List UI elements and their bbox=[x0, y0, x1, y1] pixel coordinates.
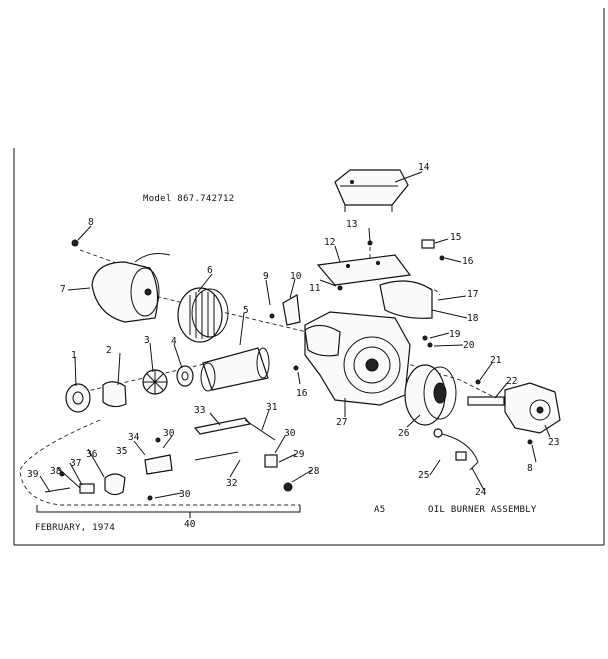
part-label-32: 32 bbox=[226, 478, 237, 489]
part-label-40: 40 bbox=[184, 519, 196, 530]
part-label-29: 29 bbox=[293, 449, 305, 460]
transformer-part bbox=[334, 169, 409, 212]
part-label-16b: 16 bbox=[296, 388, 308, 399]
date-label: FEBRUARY, 1974 bbox=[35, 523, 115, 533]
part-label-18: 18 bbox=[467, 313, 479, 324]
part-label-36: 36 bbox=[86, 449, 98, 460]
part-label-4: 4 bbox=[171, 336, 177, 347]
motor-part bbox=[91, 253, 171, 323]
part-label-33: 33 bbox=[194, 405, 205, 416]
blower-wheel-part bbox=[177, 287, 229, 343]
part-label-21: 21 bbox=[490, 355, 502, 366]
part-label-11: 11 bbox=[309, 283, 321, 294]
electrode-assembly-part bbox=[44, 417, 293, 496]
part-label-2: 2 bbox=[106, 345, 112, 356]
bracket-part bbox=[282, 294, 301, 326]
washer-part-4 bbox=[176, 365, 194, 387]
ring-part-1 bbox=[65, 383, 91, 413]
blast-tube-part bbox=[200, 347, 270, 392]
part-label-10: 10 bbox=[290, 271, 302, 282]
oil-line-part bbox=[433, 428, 479, 471]
part-label-30: 30 bbox=[284, 428, 296, 439]
model-label: Model 867.742712 bbox=[143, 194, 235, 204]
mounting-plate-part bbox=[316, 254, 412, 286]
part-label-26: 26 bbox=[398, 428, 410, 439]
part-label-22: 22 bbox=[506, 376, 517, 387]
part-label-3: 3 bbox=[144, 335, 150, 346]
part-label-16: 16 bbox=[462, 256, 474, 267]
fastener-parts bbox=[59, 239, 533, 501]
flange-part-2 bbox=[102, 381, 127, 408]
part-label-5: 5 bbox=[243, 305, 249, 316]
part-label-6: 6 bbox=[207, 265, 213, 276]
assembly-title: OIL BURNER ASSEMBLY bbox=[428, 505, 537, 515]
part-label-30b: 30 bbox=[163, 428, 175, 439]
part-label-15: 15 bbox=[450, 232, 461, 243]
part-label-8: 8 bbox=[88, 217, 94, 228]
part-label-30c: 30 bbox=[179, 489, 191, 500]
part-label-37: 37 bbox=[70, 458, 81, 469]
part-label-19: 19 bbox=[449, 329, 461, 340]
part-label-8b: 8 bbox=[527, 463, 533, 474]
part-label-34: 34 bbox=[128, 432, 140, 443]
part-label-31: 31 bbox=[266, 402, 278, 413]
part-label-38: 38 bbox=[50, 466, 62, 477]
part-label-7: 7 bbox=[60, 284, 66, 295]
part-label-23: 23 bbox=[548, 437, 559, 448]
part-label-25: 25 bbox=[418, 470, 429, 481]
air-cone-part bbox=[404, 364, 457, 426]
leader-lines bbox=[39, 171, 551, 499]
section-code: A5 bbox=[374, 505, 385, 515]
part-label-13: 13 bbox=[346, 219, 357, 230]
part-label-27: 27 bbox=[336, 417, 347, 428]
air-tube-part bbox=[379, 280, 433, 319]
impeller-part-3 bbox=[142, 369, 168, 395]
group-bracket-40 bbox=[36, 505, 301, 518]
part-label-24: 24 bbox=[475, 487, 487, 498]
part-label-20: 20 bbox=[463, 340, 475, 351]
part-label-35: 35 bbox=[116, 446, 127, 457]
part-label-39: 39 bbox=[27, 469, 39, 480]
part-label-14: 14 bbox=[418, 162, 430, 173]
burner-housing-part bbox=[304, 311, 411, 406]
part-label-28: 28 bbox=[308, 466, 320, 477]
part-label-17: 17 bbox=[467, 289, 478, 300]
part-label-1: 1 bbox=[71, 350, 77, 361]
pump-part bbox=[467, 382, 561, 434]
part-label-9: 9 bbox=[263, 271, 269, 282]
clip-part bbox=[421, 239, 435, 249]
part-label-12: 12 bbox=[324, 237, 335, 248]
